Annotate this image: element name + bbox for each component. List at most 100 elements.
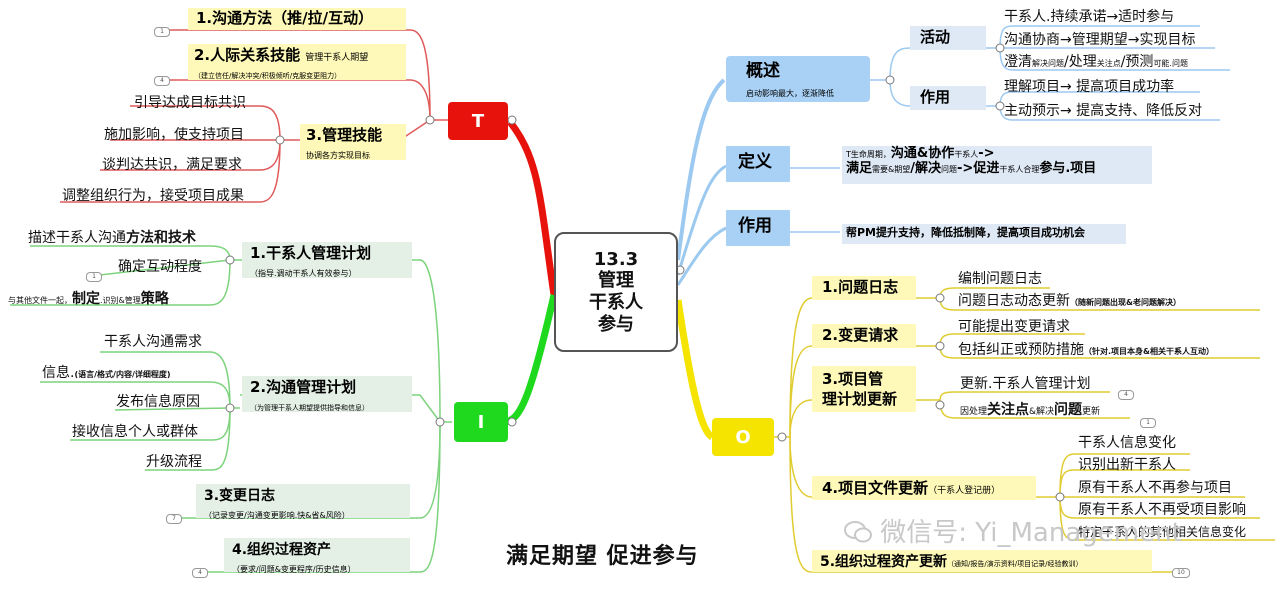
- o-node-label: O: [735, 426, 751, 448]
- tech-3-item-3: 谈判达共识，满足要求: [102, 157, 242, 173]
- def-l2-b1: 满足: [846, 160, 873, 176]
- input-2-item-4: 升级流程: [146, 454, 202, 470]
- output-4-item-2: 识别出新干系人: [1078, 457, 1176, 473]
- definition-text: T生命周期，沟通&协作干系人-> 满足需要&期望/解决问题->促进干系人合理参与…: [842, 146, 1152, 184]
- tech-3-item-1: 引导达成目标共识: [134, 95, 246, 111]
- tech-3-item-2: 施加影响，使支持项目: [104, 127, 244, 143]
- output-4-item-4: 原有干系人不再受项目影响: [1078, 502, 1246, 518]
- output-2[interactable]: 2.变更请求: [812, 324, 916, 348]
- input-1-item-c-b1: 制定: [72, 291, 100, 307]
- role-node[interactable]: 作用: [726, 210, 790, 246]
- act-3-c: /预测: [1120, 54, 1154, 70]
- overview-use-item-1: 理解项目→ 提高项目成功率: [1004, 79, 1175, 95]
- center-line-2: 管理: [598, 270, 634, 292]
- overview-title: 概述: [746, 61, 780, 81]
- input-1-item-c: 与其他文件一起，制定.识别&管理策略: [8, 291, 169, 307]
- i-node[interactable]: I: [454, 402, 508, 442]
- t-node[interactable]: T: [448, 102, 508, 140]
- input-4-label: 4.组织过程资产: [232, 542, 332, 558]
- input-2-item-1: 干系人沟通需求: [104, 334, 202, 350]
- overview-use[interactable]: 作用: [910, 86, 986, 110]
- tech-2-sub: （建立信任/解决冲突/积极倾听/克服变更阻力）: [194, 72, 342, 81]
- input-1-item-a-bold: 方法和技术: [126, 230, 196, 246]
- input-2[interactable]: 2.沟通管理计划 （为管理干系人期望提供指导和信息）: [242, 376, 412, 412]
- output-3-b-mid: &解决: [1029, 407, 1055, 417]
- output-5[interactable]: 5.组织过程资产更新（通知/报告/演示资料/项目记录/经验教训）: [812, 550, 1152, 572]
- watermark-text: 微信号: Yi_Management: [880, 518, 1182, 548]
- act-3-c-sm: 可能.问题: [1153, 59, 1188, 68]
- input-4[interactable]: 4.组织过程资产 （要求/问题&变更程序/历史信息）: [224, 538, 410, 574]
- input-3[interactable]: 3.变更日志 （记录变更/沟通变更影响.快&省&风险）: [196, 484, 410, 521]
- slogan: 满足期望 促进参与: [506, 544, 699, 569]
- output-3-badge-b: 1: [1140, 418, 1156, 428]
- output-1-item-b-sub: （随新问题出现&老问题解决）: [1070, 298, 1181, 307]
- output-3-b-b1: 关注点: [987, 402, 1030, 418]
- center-topic[interactable]: 13.3 管理 干系人 参与: [554, 232, 678, 352]
- output-1-label: 1.问题日志: [822, 278, 899, 296]
- input-3-badge: 7: [166, 514, 182, 524]
- wechat-icon: [844, 520, 872, 543]
- center-line-1: 13.3: [593, 248, 639, 270]
- input-4-badge: 4: [192, 568, 208, 578]
- output-3-item-a: 更新.干系人管理计划: [960, 376, 1091, 392]
- def-l1-tail: 干系人: [954, 150, 979, 159]
- overview-activity-item-3: 澄清解决问题/处理关注点/预测可能.问题: [1004, 54, 1188, 70]
- act-3-b-sm: 关注点: [1096, 59, 1121, 68]
- input-2-info-sub: (语言/格式/内容/详细程度): [74, 370, 171, 379]
- tech-3-item-4: 调整组织行为，接受项目成果: [62, 188, 244, 204]
- def-l2-sm3: 干系人合理: [999, 164, 1040, 174]
- input-1-item-c-b2: 策略: [140, 291, 169, 307]
- overview-activity-item-2: 沟通协商→管理期望→实现目标: [1004, 32, 1196, 48]
- output-4[interactable]: 4.项目文件更新（干系人登记册）: [812, 476, 1036, 500]
- def-l1-arrow: ->: [978, 146, 995, 161]
- overview-use-item-2: 主动预示→ 提高支持、降低反对: [1004, 103, 1203, 119]
- output-3-b-tail: 更新: [1082, 407, 1101, 417]
- tech-3-sub: 协调各方实现目标: [306, 151, 370, 161]
- output-3-line-2: 理计划更新: [822, 390, 898, 409]
- definition-node[interactable]: 定义: [726, 146, 790, 182]
- overview-activity[interactable]: 活动: [910, 26, 986, 50]
- output-4-sub: （干系人登记册）: [928, 486, 1001, 496]
- tech-2-label: 2.人际关系技能: [194, 46, 301, 64]
- output-2-item-b-sub: （针对.项目本身&相关干系人互动）: [1084, 347, 1215, 356]
- input-1-badge: 1: [86, 272, 102, 282]
- output-4-label: 4.项目文件更新: [822, 479, 929, 497]
- input-2-sub: （为管理干系人期望提供指导和信息）: [250, 404, 369, 413]
- o-node[interactable]: O: [712, 418, 774, 456]
- tech-1[interactable]: 1.沟通方法（推/拉/互动）: [188, 8, 406, 30]
- output-4-item-3: 原有干系人不再参与项目: [1078, 480, 1232, 496]
- act-3-b: /处理: [1064, 54, 1097, 70]
- def-l2-b3: 促进: [973, 160, 1000, 176]
- output-5-label: 5.组织过程资产更新: [820, 554, 948, 570]
- input-1-sub: （指导.调动干系人有效参与）: [250, 269, 357, 279]
- input-2-item-2: 发布信息原因: [116, 394, 200, 410]
- role-text: 帮PM提升支持，降低抵制降，提高项目成功机会: [842, 224, 1126, 244]
- tech-1-badge: 1: [154, 27, 170, 37]
- center-line-4: 参与: [598, 313, 634, 335]
- output-1[interactable]: 1.问题日志: [812, 276, 916, 300]
- i-node-label: I: [477, 411, 485, 433]
- input-1-label: 1.干系人管理计划: [250, 244, 372, 262]
- def-l2-b2: /解决: [910, 160, 942, 176]
- output-5-badge: 10: [1172, 568, 1190, 578]
- input-2-label: 2.沟通管理计划: [250, 378, 357, 396]
- input-1-item-c-pre: 与其他文件一起，: [8, 296, 72, 305]
- tech-2-badge: 4: [154, 76, 170, 86]
- output-3-badge-a: 4: [1118, 390, 1134, 400]
- output-4-item-1: 干系人信息变化: [1078, 435, 1176, 451]
- act-3-a-sm: 解决问题: [1032, 59, 1064, 68]
- tech-3-label: 3.管理技能: [306, 126, 383, 144]
- tech-2[interactable]: 2.人际关系技能 管理干系人期望 （建立信任/解决冲突/积极倾听/克服变更阻力）: [188, 44, 406, 80]
- role-text-label: 帮PM提升支持，降低抵制降，提高项目成功机会: [846, 226, 1086, 239]
- input-1[interactable]: 1.干系人管理计划 （指导.调动干系人有效参与）: [242, 242, 412, 278]
- overview-use-label: 作用: [920, 88, 951, 106]
- overview-node[interactable]: 概述 启动影响最大，逐渐降低: [726, 56, 870, 102]
- tech-3[interactable]: 3.管理技能 协调各方实现目标: [300, 124, 406, 160]
- output-3[interactable]: 3.项目管 理计划更新: [812, 366, 916, 412]
- output-3-line-1: 3.项目管: [822, 370, 884, 388]
- output-1-item-b: 问题日志动态更新（随新问题出现&老问题解决）: [958, 293, 1181, 309]
- input-2-item-3: 接收信息个人或群体: [72, 424, 198, 440]
- input-3-sub: （记录变更/沟通变更影响.快&省&风险）: [204, 511, 350, 521]
